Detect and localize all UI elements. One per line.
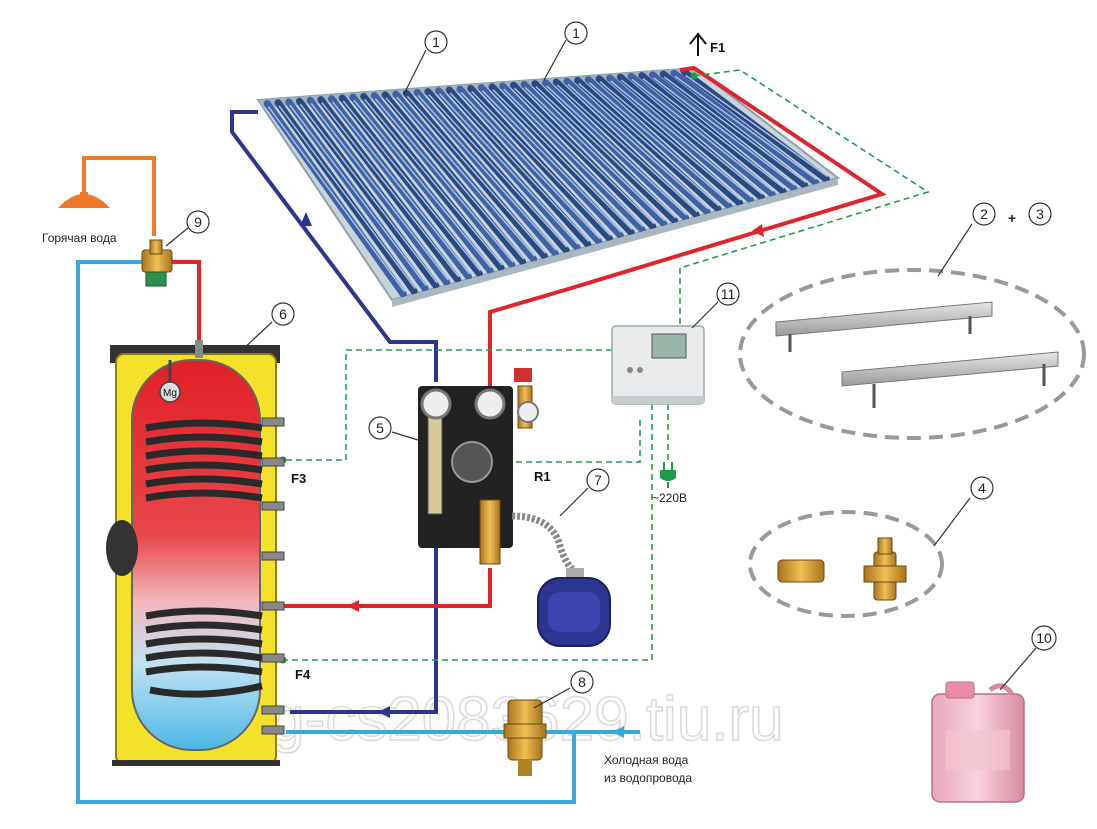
supply-pipe xyxy=(282,65,887,612)
cold-water-label-line2: из водопровода xyxy=(604,771,692,785)
collector-tube-highlight xyxy=(685,74,829,178)
collector-tube-highlight xyxy=(578,82,720,207)
collector-tube-highlight xyxy=(556,84,698,213)
collector-tube-highlight xyxy=(503,88,644,228)
fitting-icon xyxy=(777,537,907,601)
callout-6: 6 xyxy=(279,306,287,322)
collector-tube-highlight xyxy=(524,86,666,222)
anode-icon xyxy=(159,381,181,403)
collector-tube-highlight xyxy=(438,93,579,245)
collector-tube-highlight xyxy=(331,101,471,275)
collector-tube-highlight xyxy=(471,90,612,236)
collector-tube-highlight xyxy=(535,86,677,219)
shower-pipe xyxy=(82,156,156,236)
collector-tube-highlight xyxy=(631,78,774,192)
collector-tube-highlight xyxy=(267,106,406,292)
lower-coil xyxy=(145,607,263,698)
collector-tube-highlight xyxy=(385,97,525,260)
cold-water-pipe xyxy=(76,260,640,804)
callout-11: 11 xyxy=(721,286,736,302)
power-label: ~220В xyxy=(652,491,687,505)
collector-tube-highlight xyxy=(546,85,688,216)
collector-tube-highlight xyxy=(653,77,796,186)
callout-9: 9 xyxy=(194,214,202,230)
upper-coil xyxy=(145,419,263,502)
callout-10: 10 xyxy=(1036,630,1052,646)
collector-tube-highlight xyxy=(396,96,536,257)
arrow-up-icon xyxy=(689,32,707,56)
collector-tube-highlight xyxy=(674,75,818,181)
collector-tube-highlight xyxy=(342,100,481,272)
collector-tube-highlight xyxy=(310,102,449,281)
thermostatic-mixer-icon xyxy=(141,239,173,287)
return-pipe xyxy=(230,110,438,718)
fittings-group-outline xyxy=(748,510,944,618)
collector-tube-highlight xyxy=(567,83,709,210)
mounting-rail-icon xyxy=(775,301,1059,408)
collector-tube-highlight xyxy=(642,78,785,189)
controller-icon xyxy=(611,325,705,405)
callout-plus: + xyxy=(1008,210,1016,226)
collector-tube-highlight xyxy=(513,87,655,225)
callouts xyxy=(165,21,1057,709)
collector-tube-highlight xyxy=(406,95,547,254)
safety-group-icon xyxy=(503,699,547,776)
collector-tube-highlight xyxy=(364,98,503,266)
collector-tube-highlight xyxy=(353,99,492,269)
plug-icon xyxy=(660,462,676,488)
collector-tube-highlight xyxy=(321,102,460,278)
relay-r1: R1 xyxy=(534,469,551,484)
anode-label: Mg xyxy=(163,388,177,399)
tank-flange xyxy=(106,520,138,576)
collector-tube-highlight xyxy=(289,104,427,287)
sensor-f4: F4 xyxy=(295,667,311,682)
collector-tube-highlight xyxy=(449,92,590,242)
collector-tube-highlight xyxy=(620,79,763,195)
pump-station-icon xyxy=(418,368,539,565)
storage-tank: Mg xyxy=(106,340,285,766)
cold-water-label-line1: Холодная вода xyxy=(604,753,689,767)
collector-tube-highlight xyxy=(610,80,753,198)
collector-tubes xyxy=(263,68,831,299)
collector-tube-highlight xyxy=(428,94,568,248)
callout-1-right: 1 xyxy=(572,25,580,41)
pump-motor xyxy=(451,441,493,483)
collector-tube-highlight xyxy=(663,76,807,183)
callout-7: 7 xyxy=(594,472,602,488)
callout-2: 2 xyxy=(980,206,988,222)
callout-8: 8 xyxy=(578,674,586,690)
collector-tube-highlight xyxy=(492,89,633,231)
hot-water-label: Горячая вода xyxy=(42,231,117,245)
gauge-left xyxy=(420,388,452,420)
collector-tube-highlight xyxy=(460,91,601,239)
collector-tube-highlight xyxy=(599,81,742,201)
solar-collector xyxy=(256,66,841,307)
fill-valve xyxy=(479,499,501,565)
gauge-right xyxy=(474,388,506,420)
callout-3: 3 xyxy=(1036,206,1044,222)
collector-bottom-rail xyxy=(392,178,838,307)
sensor-cables xyxy=(282,69,930,661)
hot-water-pipe xyxy=(160,260,201,345)
collector-tube-highlight xyxy=(481,90,622,234)
callout-1-left: 1 xyxy=(432,34,440,50)
callout-5: 5 xyxy=(376,420,384,436)
sensor-f3: F3 xyxy=(291,471,306,486)
flowmeter xyxy=(427,409,443,515)
tank-nozzles xyxy=(261,417,285,735)
expansion-vessel-icon xyxy=(511,512,611,647)
sensor-f1: F1 xyxy=(710,40,725,55)
collector-tube-highlight xyxy=(588,82,731,204)
shower-icon xyxy=(58,192,110,208)
canister-icon xyxy=(931,681,1025,803)
callout-4: 4 xyxy=(978,480,986,496)
rails-group-outline xyxy=(738,268,1086,440)
collector-tube-highlight xyxy=(374,98,514,263)
collector-tube-highlight xyxy=(299,103,438,284)
collector-tube-highlight xyxy=(417,94,557,251)
collector-tube-highlight xyxy=(278,105,416,290)
